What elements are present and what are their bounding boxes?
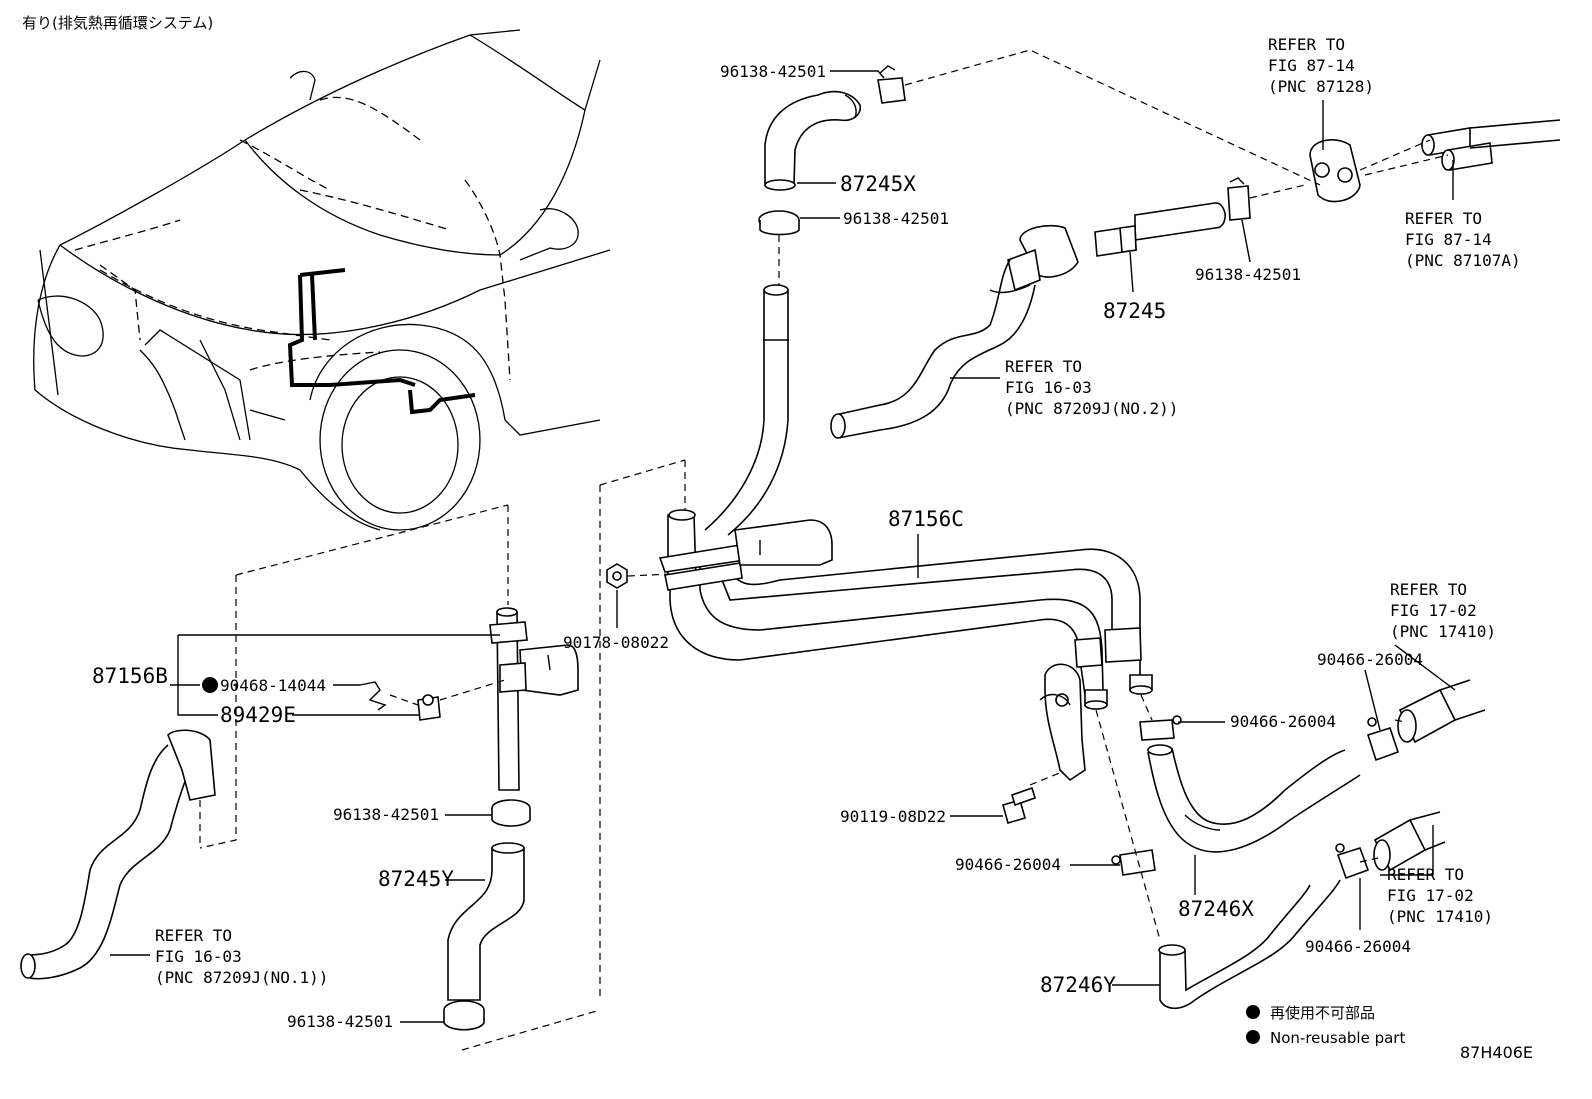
label-refer-17410a-l3: (PNC 17410) [1390, 622, 1496, 641]
label-refer-87128-l1: REFER TO [1268, 35, 1345, 54]
label-refer-17410b-l3: (PNC 17410) [1387, 907, 1493, 926]
hose-87246y [1158, 879, 1341, 1010]
label-refer-87209j1-l1: REFER TO [155, 926, 232, 945]
label-refer-17410b-l1: REFER TO [1387, 865, 1464, 884]
label-refer-87209j1-l2: FIG 16-03 [155, 947, 242, 966]
label-clamp-bottom-left: 96138-42501 [287, 1012, 393, 1031]
label-hose-87245x: 87245X [840, 172, 916, 196]
legend-marker-icon-2 [1246, 1030, 1260, 1044]
label-hose-87246y: 87246Y [1040, 973, 1116, 997]
label-clamp-90466-b: 90466-26004 [1230, 712, 1336, 731]
label-refer-87209j2-l2: FIG 16-03 [1005, 378, 1092, 397]
label-refer-87128-l2: FIG 87-14 [1268, 56, 1355, 75]
hose-87209j-no1 [20, 729, 216, 980]
label-clamp-90466-c: 90466-26004 [955, 855, 1061, 874]
clamp-90466-c [1111, 849, 1156, 876]
label-hose-87245y: 87245Y [378, 867, 454, 891]
nut-90178 [606, 563, 628, 589]
label-refer-87107a-l2: FIG 87-14 [1405, 230, 1492, 249]
clamp-top [877, 65, 906, 104]
hose-87245y [447, 842, 525, 1001]
clamp-90466-a [1139, 715, 1182, 741]
leader-lines [110, 70, 1456, 1023]
clip-90468 [359, 681, 387, 711]
label-refer-87209j1-l3: (PNC 87209J(NO.1)) [155, 968, 328, 987]
label-sensor-89429e: 89429E [220, 703, 296, 727]
dashed-guides [199, 49, 1449, 1051]
label-clamp-right-upper: 96138-42501 [1195, 265, 1301, 284]
pipe-upper-vertical [704, 284, 789, 536]
label-refer-87209j2-l1: REFER TO [1005, 357, 1082, 376]
label-refer-87107a-l1: REFER TO [1405, 209, 1482, 228]
label-refer-87107a-l3: (PNC 87107A) [1405, 251, 1521, 270]
pipe-87107a [1421, 119, 1561, 171]
pipe-87156c [658, 509, 1153, 782]
sensor-89429e [417, 694, 441, 721]
label-pipe-87156c: 87156C [888, 507, 964, 531]
clamp-right-upper [1227, 177, 1251, 221]
hose-87245 [830, 202, 1226, 439]
clamp-bottom-left [443, 1000, 485, 1031]
pipe-17410-b [1373, 811, 1446, 872]
clamp-87245x-lower [758, 210, 800, 236]
label-refer-87128-l3: (PNC 87128) [1268, 77, 1374, 96]
label-refer-17410b-l2: FIG 17-02 [1387, 886, 1474, 905]
bolt-90119 [1002, 786, 1036, 824]
label-nut-90178: 90178-08022 [563, 633, 669, 652]
grommet-87128 [1309, 139, 1361, 203]
legend-non-reusable-en: Non-reusable part [1270, 1029, 1405, 1047]
clamp-90466-b [1366, 717, 1400, 762]
figure-code: 87H406E [1460, 1043, 1533, 1062]
label-bolt-90119: 90119-08D22 [840, 807, 946, 826]
hose-87245x [764, 90, 862, 191]
vehicle-front-illustration [33, 29, 611, 531]
label-refer-17410a-l2: FIG 17-02 [1390, 601, 1477, 620]
label-clip-90468: 90468-14044 [220, 676, 326, 695]
label-clamp-top: 96138-42501 [720, 62, 826, 81]
clamp-90466-d [1335, 843, 1370, 880]
label-clamp-87245x-lower: 96138-42501 [843, 209, 949, 228]
label-hose-87245: 87245 [1103, 299, 1166, 323]
clamp-mid-left [491, 799, 531, 827]
hose-87246x [1147, 744, 1361, 853]
legend-marker-icon [1246, 1005, 1260, 1019]
pipe-17410-a [1397, 679, 1486, 744]
label-pipe-87156b: 87156B [92, 664, 168, 688]
legend: 再使用不可部品 Non-reusable part [1246, 1004, 1405, 1047]
label-hose-87246x: 87246X [1178, 897, 1254, 921]
label-refer-17410a-l1: REFER TO [1390, 580, 1467, 599]
label-refer-87209j2-l3: (PNC 87209J(NO.2)) [1005, 399, 1178, 418]
non-reusable-marker-icon [202, 677, 218, 693]
legend-non-reusable-jp: 再使用不可部品 [1270, 1004, 1375, 1022]
label-clamp-90466-a: 90466-26004 [1317, 650, 1423, 669]
label-clamp-mid-left: 96138-42501 [333, 805, 439, 824]
label-clamp-90466-d: 90466-26004 [1305, 937, 1411, 956]
header-title: 有り(排気熱再循環システム) [22, 14, 213, 32]
pipe-87156b [489, 607, 579, 791]
